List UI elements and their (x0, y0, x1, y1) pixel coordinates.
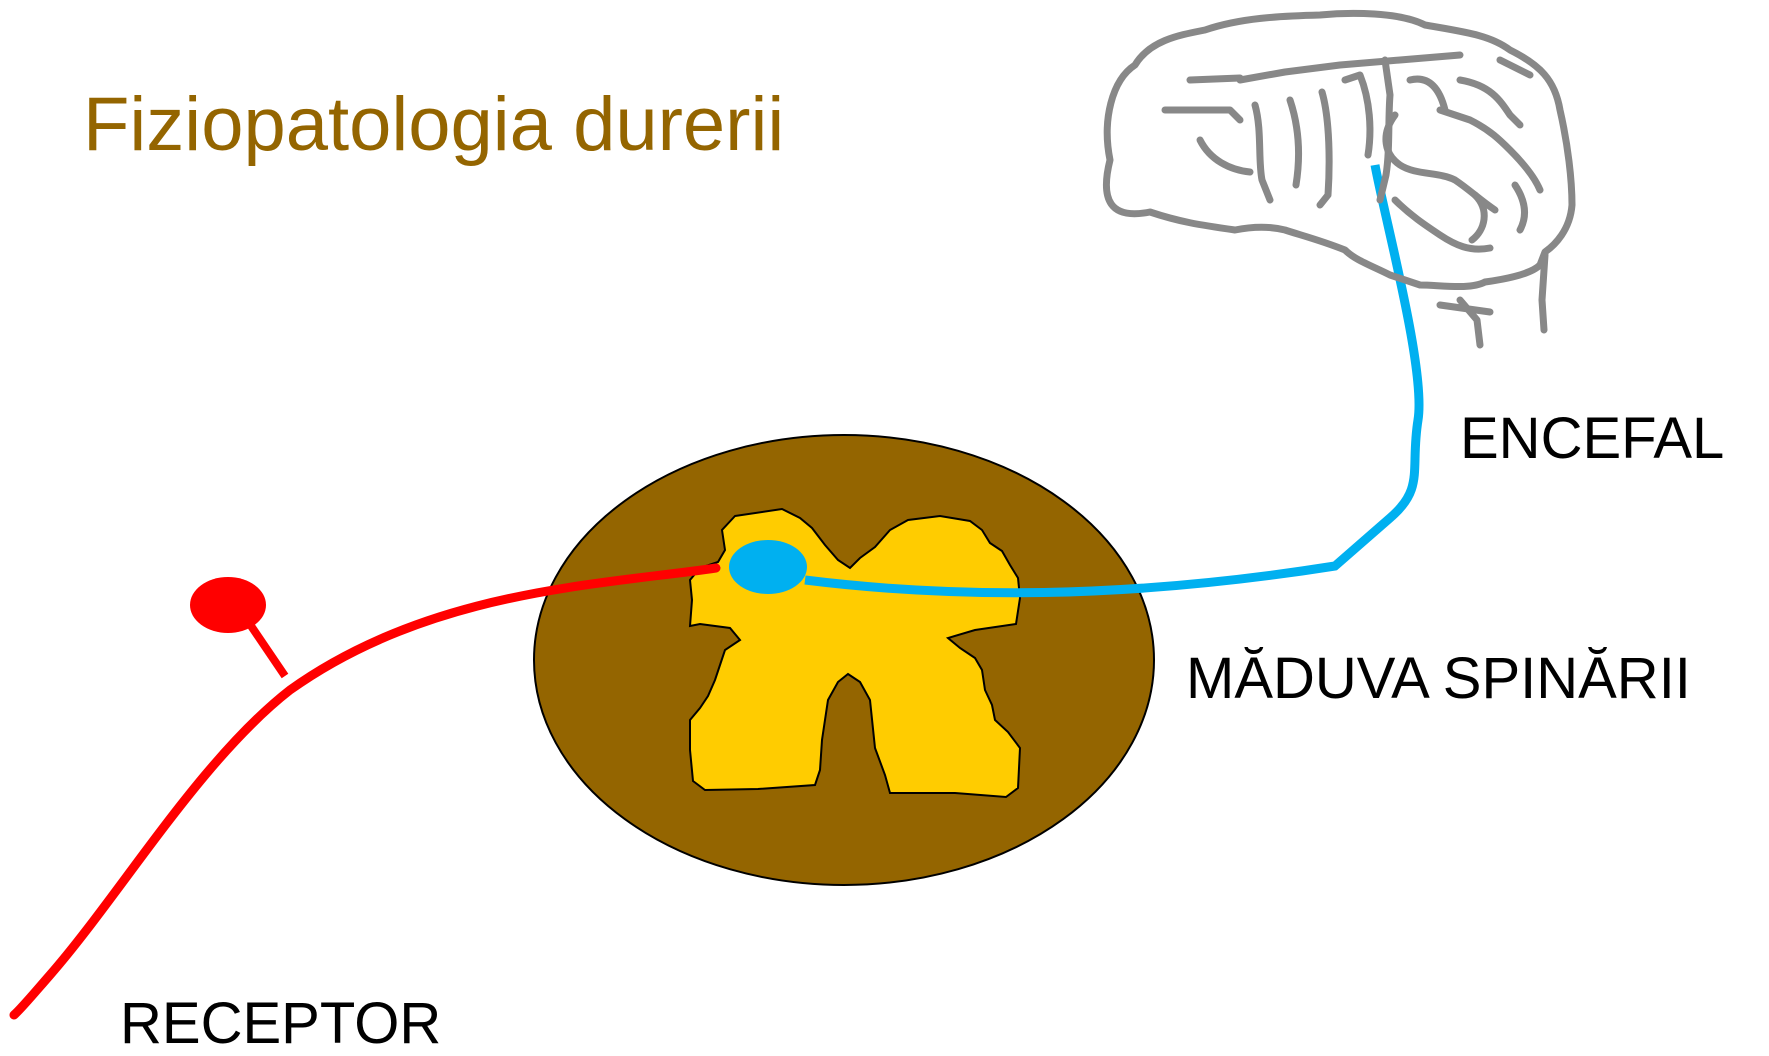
label-encefal: ENCEFAL (1460, 410, 1724, 468)
brain-icon (1106, 13, 1572, 345)
label-maduva-spinarii: MĂDUVA SPINĂRII (1186, 650, 1691, 708)
sensory-neuron-cell-body (190, 577, 266, 633)
label-receptor: RECEPTOR (120, 995, 441, 1053)
ascending-neuron-cell-body (729, 540, 807, 594)
diagram-title: Fiziopatologia durerii (83, 87, 784, 163)
